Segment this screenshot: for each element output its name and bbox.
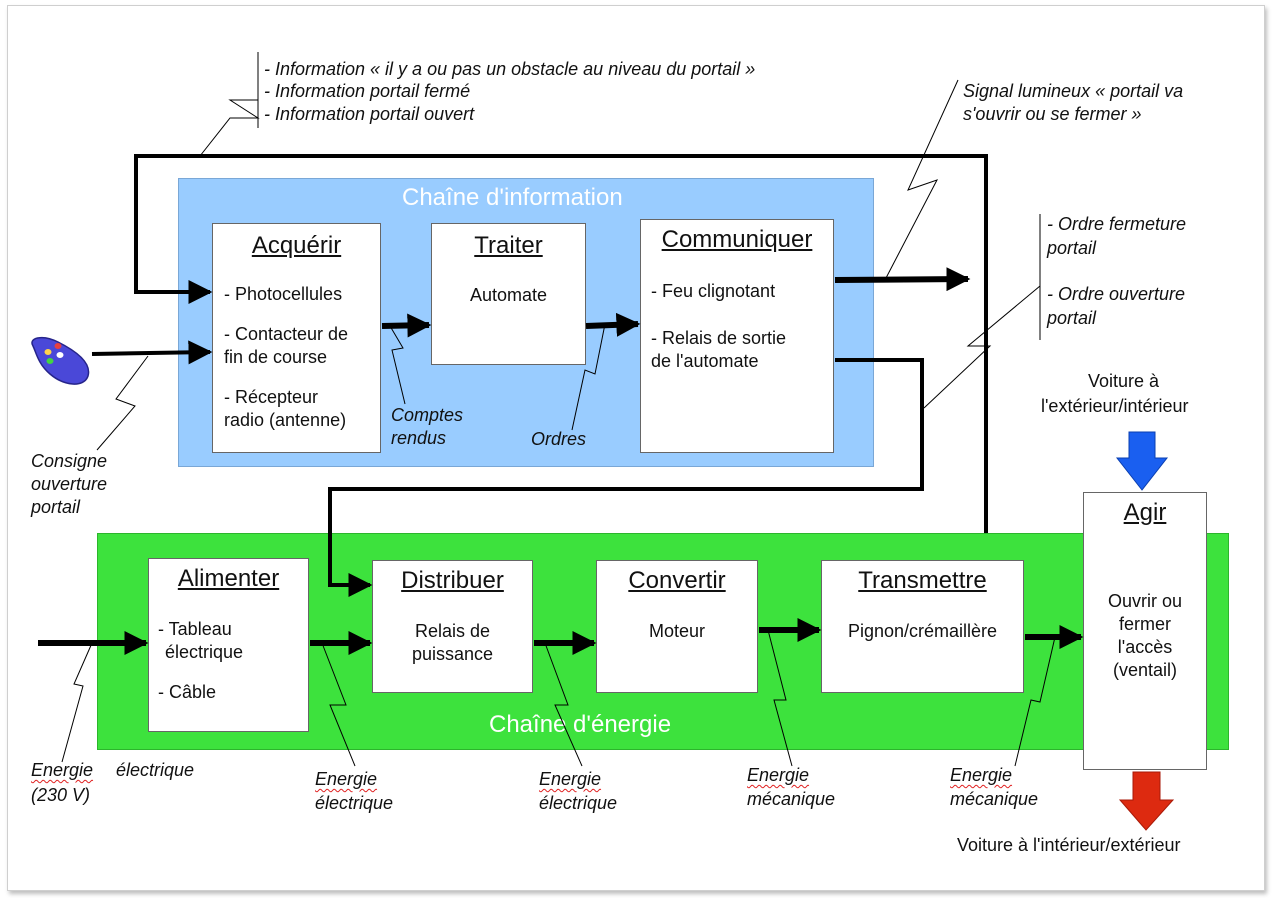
signal-label: s'ouvrir ou se fermer »: [963, 104, 1142, 124]
feedback-line: [134, 154, 988, 533]
communiquer-box: Communiquer - Feu clignotant - Relais de…: [640, 219, 834, 453]
energy-label: Energie: [315, 769, 378, 789]
agir-item: l'accès: [1117, 637, 1173, 657]
traiter-title: Traiter: [474, 232, 543, 259]
acquerir-item: - Récepteur: [224, 387, 319, 407]
leader-consigne: [96, 355, 149, 451]
transmettre-title: Transmettre: [858, 567, 987, 594]
agir-item: Ouvrir ou: [1107, 591, 1183, 611]
energy-chain-title: Chaîne d'énergie: [489, 711, 672, 738]
leader-comptes: [389, 325, 406, 405]
order-label: portail: [1047, 308, 1097, 328]
ordres-label: Ordres: [531, 429, 587, 449]
consigne-label: ouverture: [31, 474, 108, 494]
comptes-rendus-label: Comptes: [391, 405, 464, 425]
leader-signal: [885, 79, 959, 279]
agir-item: (ventail): [1112, 660, 1178, 680]
communiquer-item: de l'automate: [651, 351, 759, 371]
acquerir-item: - Photocellules: [224, 284, 343, 304]
agir-title: Agir: [1123, 499, 1167, 526]
communiquer-item: - Relais de sortie: [651, 328, 787, 348]
info-label: - Information « il y a ou pas un obstacl…: [264, 59, 756, 79]
leader-info-top: [199, 99, 260, 157]
leader-energie-3: [767, 629, 793, 767]
voiture-in-label: Voiture à: [1088, 371, 1160, 391]
alimenter-item: électrique: [165, 642, 244, 662]
alimenter-item: - Câble: [158, 682, 217, 702]
distribuer-item: puissance: [411, 644, 494, 664]
acquerir-box: Acquérir - Photocellules - Contacteur de…: [212, 223, 381, 453]
remote-control-icon: [31, 336, 90, 385]
red-down-arrow-icon: [1118, 771, 1175, 831]
energy-label: Energie: [747, 765, 810, 785]
blue-down-arrow-icon: [1115, 431, 1169, 491]
agir-item: fermer: [1118, 614, 1171, 634]
order-label: - Ordre ouverture: [1047, 284, 1186, 304]
acquerir-traiter-arrow: [381, 313, 432, 338]
alimenter-box: Alimenter - Tableau électrique - Câble: [148, 558, 309, 732]
energy-label: Energie: [539, 769, 602, 789]
acquerir-item: - Contacteur de: [224, 324, 349, 344]
distribuer-item: Relais de: [414, 621, 491, 641]
leader-ordres: [923, 285, 1041, 409]
consigne-label: Consigne: [31, 451, 108, 471]
convertir-item: Moteur: [648, 621, 706, 641]
comptes-rendus-label: rendus: [391, 428, 447, 448]
orders-wire: [328, 358, 924, 597]
information-chain-title: Chaîne d'information: [402, 184, 623, 211]
energy-label: mécanique: [747, 789, 836, 809]
voiture-out-label: Voiture à l'intérieur/extérieur: [957, 835, 1181, 855]
traiter-item: Automate: [469, 285, 548, 305]
convertir-title: Convertir: [628, 567, 726, 594]
energy-label: Energie: [31, 760, 94, 780]
alimenter-title: Alimenter: [177, 565, 280, 592]
acquerir-item: fin de course: [224, 347, 328, 367]
remote-input-arrow: [91, 340, 213, 365]
energy-label: Energie: [950, 765, 1013, 785]
energy-label: électrique: [315, 793, 394, 813]
traiter-communiquer-arrow: [585, 312, 641, 337]
order-label: - Ordre fermeture: [1047, 214, 1187, 234]
energy-label: électrique: [539, 793, 618, 813]
traiter-box: Traiter Automate: [431, 223, 586, 365]
convertir-box: Convertir Moteur: [596, 560, 758, 693]
leader-energie-230: [61, 642, 93, 763]
leader-energie-2: [544, 642, 583, 767]
distribuer-title: Distribuer: [401, 567, 504, 594]
leader-energie-1: [321, 642, 356, 767]
info-label: - Information portail fermé: [264, 81, 471, 101]
consigne-label: portail: [31, 497, 81, 517]
energy-label: mécanique: [950, 789, 1039, 809]
energy-label: électrique: [116, 760, 195, 780]
leader-ordres-traiter: [571, 323, 606, 431]
communiquer-title: Communiquer: [661, 226, 813, 253]
signal-output-arrow: [834, 267, 971, 292]
alimenter-item: - Tableau: [158, 619, 232, 639]
info-label: - Information portail ouvert: [264, 104, 475, 124]
order-label: portail: [1047, 238, 1097, 258]
acquerir-title: Acquérir: [251, 232, 342, 259]
transmettre-box: Transmettre Pignon/crémaillère: [821, 560, 1024, 693]
signal-label: Signal lumineux « portail va: [963, 81, 1184, 101]
communiquer-item: - Feu clignotant: [651, 281, 776, 301]
acquerir-item: radio (antenne): [224, 410, 347, 430]
voiture-in-label: l'extérieur/intérieur: [1041, 396, 1189, 416]
transmettre-item: Pignon/crémaillère: [847, 621, 998, 641]
energy-label: (230 V): [31, 785, 91, 805]
distribuer-box: Distribuer Relais de puissance: [372, 560, 533, 693]
leader-energie-4: [1014, 636, 1056, 767]
agir-box: Agir Ouvrir ou fermer l'accès (ventail): [1083, 492, 1207, 770]
